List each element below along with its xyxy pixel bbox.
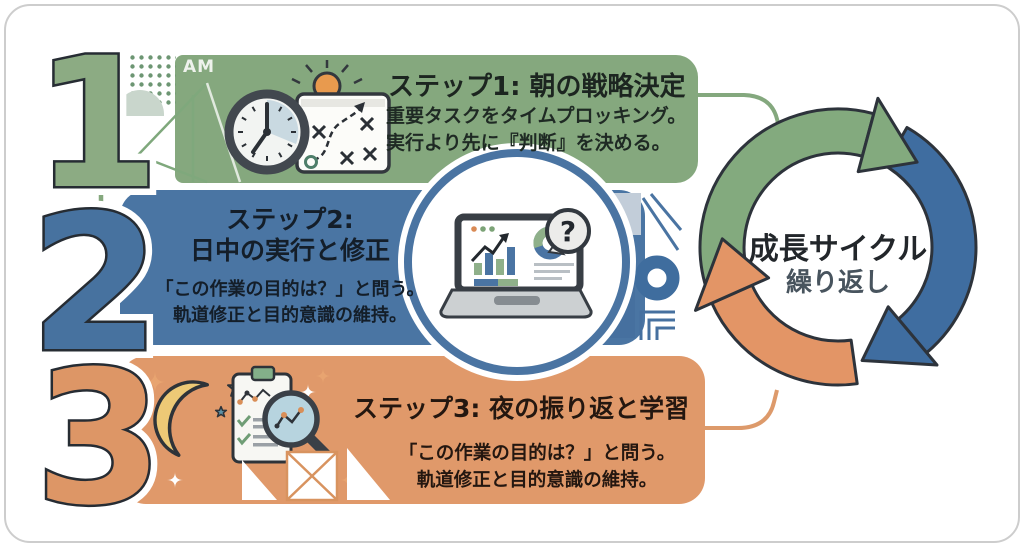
step3-body-line1: 「この作業の目的は？」と問う。 xyxy=(398,443,676,464)
step1-body: 重要タスクをタイムプロッキング。 実行より先に『判断』を決める。 xyxy=(386,103,686,157)
step2-title-line2: 日中の実行と修正 xyxy=(189,236,390,265)
step2-body-line2: 軌道修正と目的意識の維持。 xyxy=(173,305,407,326)
step3-body: 「この作業の目的は？」と問う。 軌道修正と目的意識の維持。 xyxy=(372,440,702,494)
step1-time-label: AM xyxy=(183,57,216,77)
step2-title-line1: ステップ2: xyxy=(226,205,354,234)
growth-cycle-label: 成長サイクル xyxy=(748,232,928,267)
step3-body-line2: 軌道修正と目的意識の維持。 xyxy=(416,470,658,491)
step3-title: ステップ3: 夜の振り返と学習 xyxy=(353,394,690,423)
step2-body: 「この作業の目的は？」と問う。 軌道修正と目的意識の維持。 xyxy=(135,277,445,329)
step1-title: ステップ1: 朝の戦略決定 xyxy=(388,72,686,102)
step3-panel xyxy=(120,356,705,504)
step2-text-block: ステップ2: 日中の実行と修正 「この作業の目的は？」と問う。 軌道修正と目的意… xyxy=(135,204,445,329)
growth-cycle-sublabel: 繰り返し xyxy=(785,268,890,298)
canvas-frame-border xyxy=(4,4,1020,543)
step1-body-line2: 実行より先に『判断』を決める。 xyxy=(386,132,671,154)
step1-body-line1: 重要タスクをタイムプロッキング。 xyxy=(386,105,687,127)
step2-body-line1: 「この作業の目的は？」と問う。 xyxy=(155,279,425,300)
